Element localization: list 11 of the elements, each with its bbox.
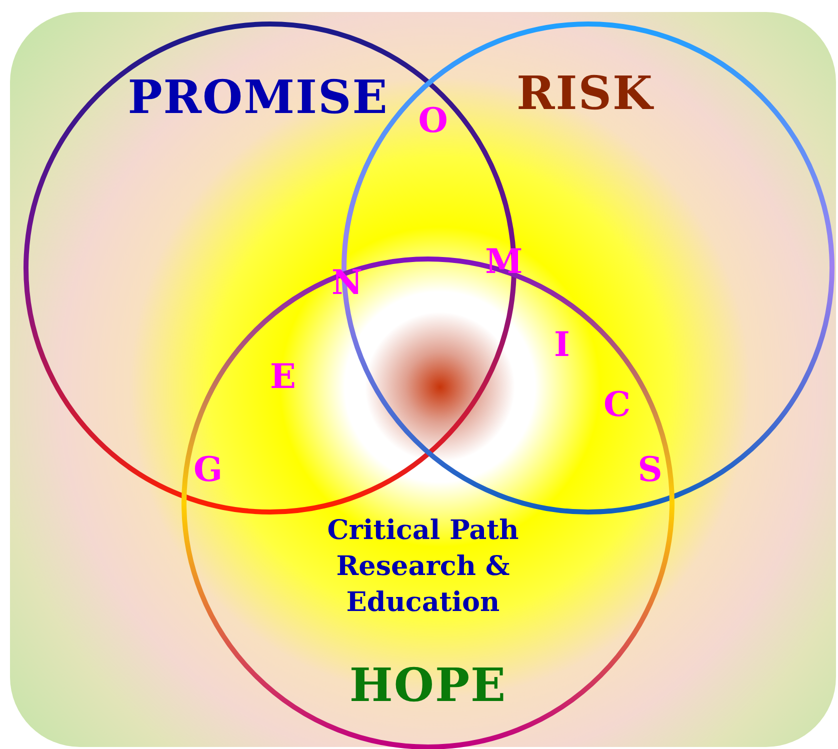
letter-label: G xyxy=(193,450,223,490)
circle-heading: PROMISE xyxy=(128,70,388,124)
letter-label: E xyxy=(270,357,296,397)
letter-label: I xyxy=(554,325,570,365)
circle-heading: HOPE xyxy=(349,658,507,712)
circle-heading: RISK xyxy=(516,66,654,120)
letter-label: O xyxy=(418,101,448,141)
letter-label: S xyxy=(638,450,662,490)
letter-label: C xyxy=(603,385,631,425)
circle-text: Critical Path Research & Education xyxy=(326,514,520,620)
letter-label: N xyxy=(331,263,363,303)
